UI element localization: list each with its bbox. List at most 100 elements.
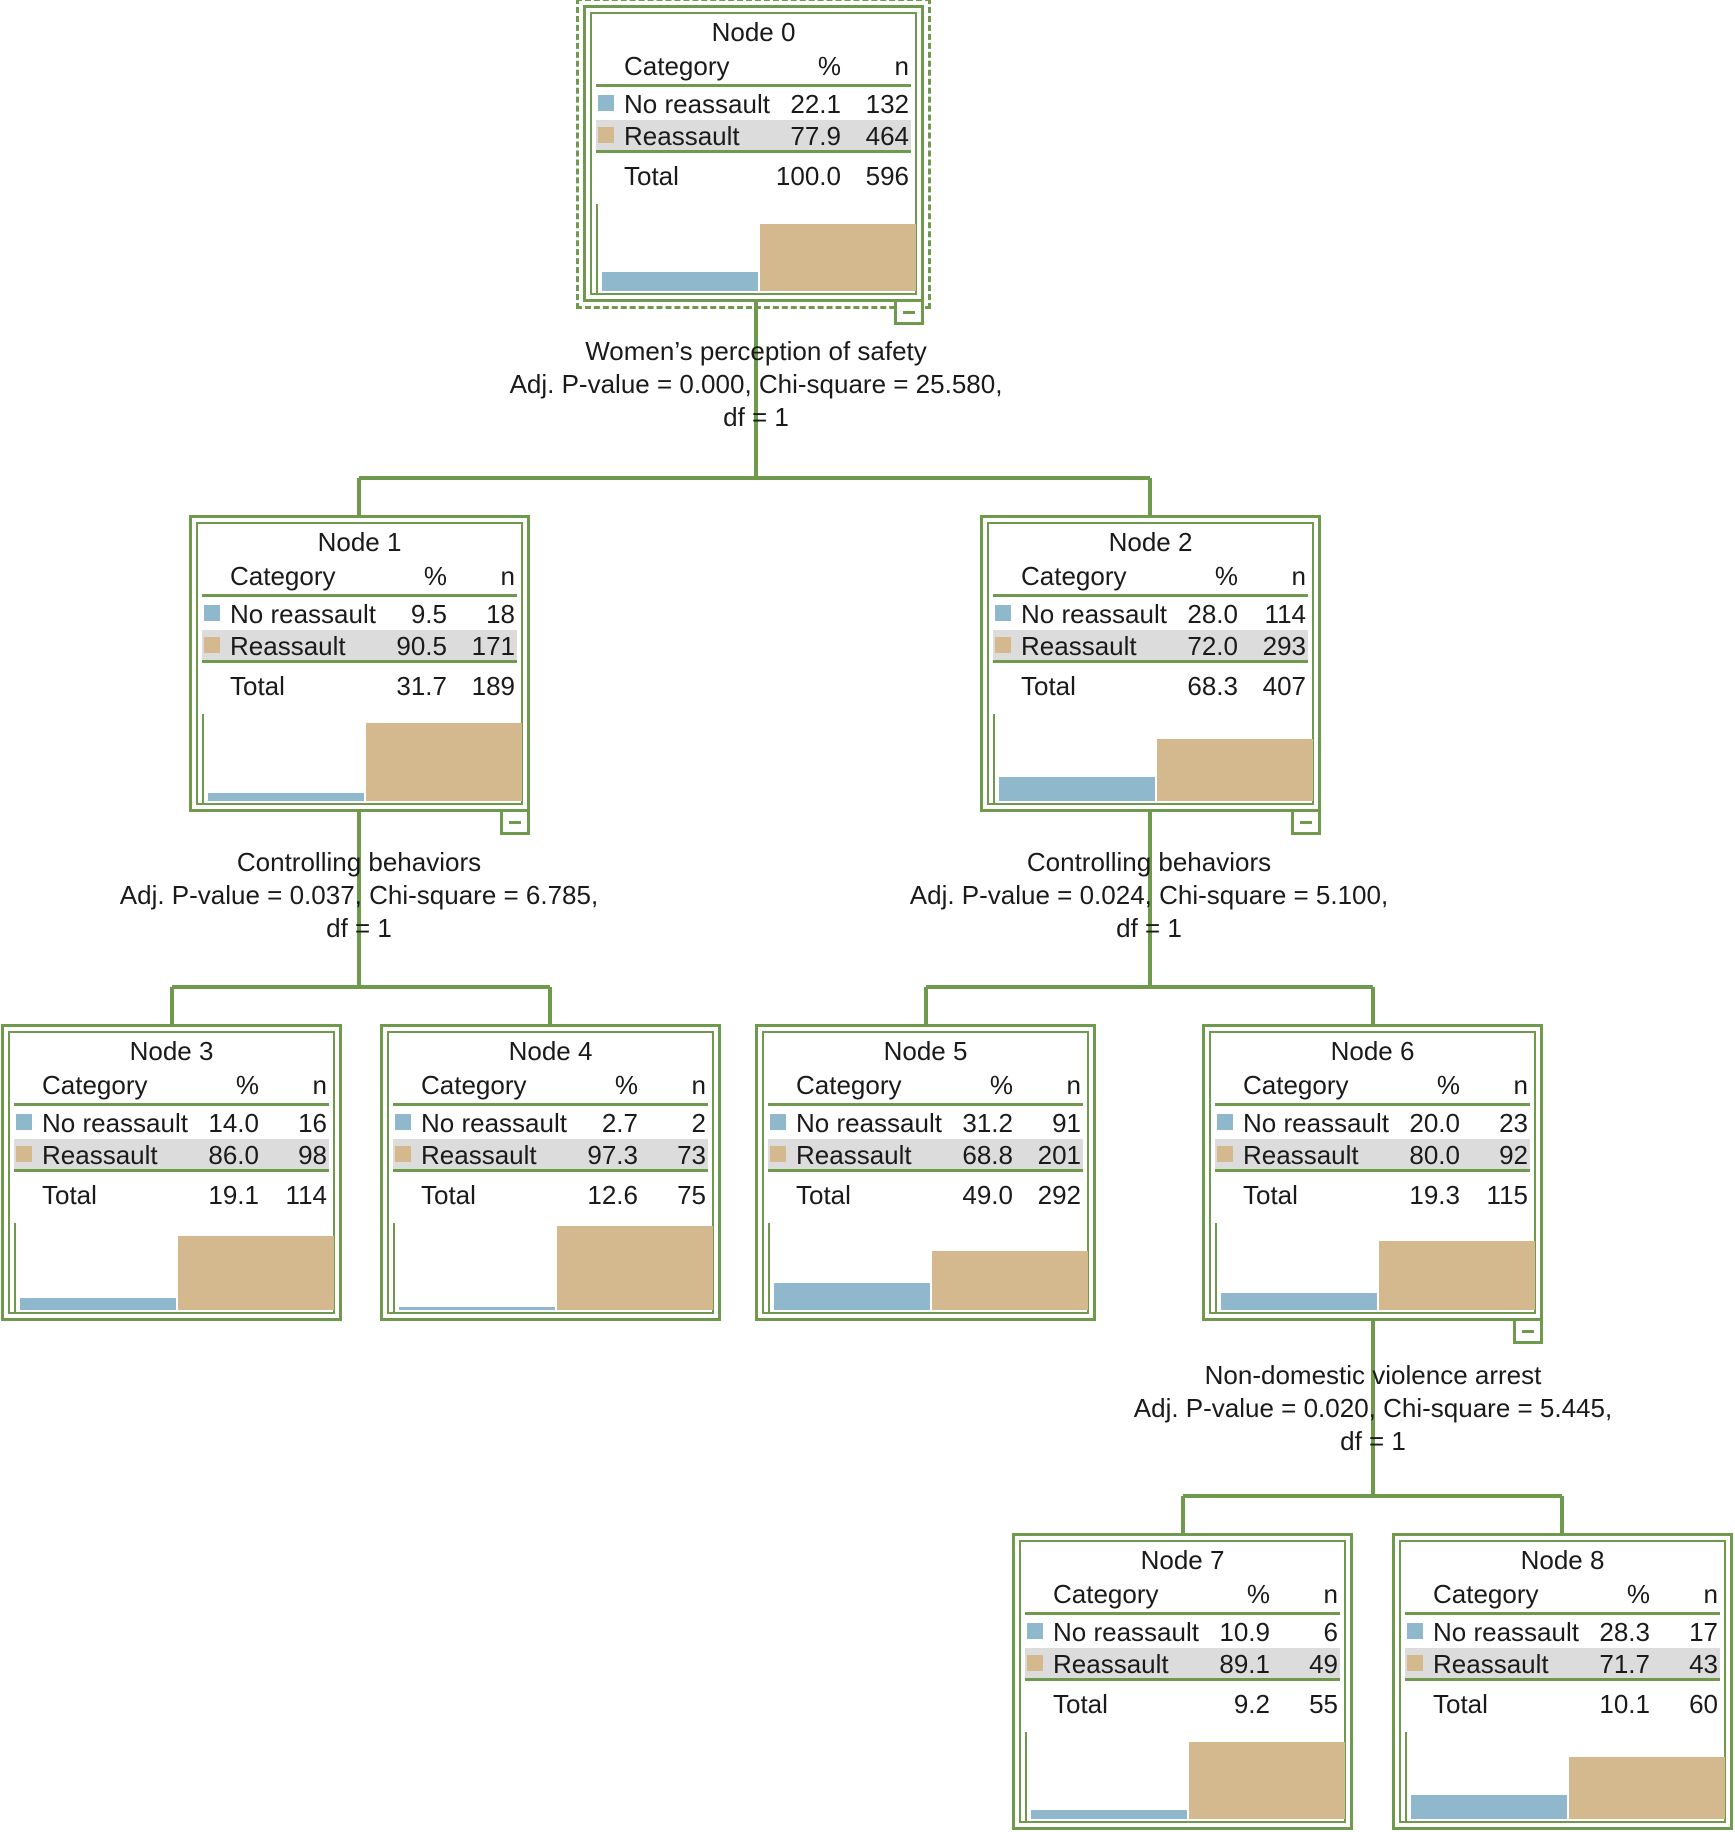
collapse-toggle[interactable]: [894, 299, 924, 325]
node-histogram: [1405, 1732, 1726, 1823]
header-percent: %: [614, 1070, 638, 1100]
node-histogram: [14, 1223, 335, 1314]
category-percent: 68.8: [962, 1140, 1013, 1170]
header-percent: %: [1436, 1070, 1460, 1100]
category-percent: 72.0: [1187, 631, 1238, 661]
total-percent: 68.3: [1187, 671, 1238, 701]
category-label: No reassault: [42, 1108, 188, 1138]
no-reassault-swatch: [1407, 1623, 1423, 1639]
split-statistics: Adj. P-value = 0.024, Chi-square = 5.100…: [909, 880, 1389, 910]
header-count: n: [691, 1070, 706, 1100]
node-title: Node 4: [508, 1036, 593, 1066]
category-label: No reassault: [421, 1108, 567, 1138]
total-count: 596: [865, 161, 909, 191]
node-title: Node 0: [711, 17, 796, 47]
bar-no-reassault: [208, 793, 364, 801]
header-category: Category: [1243, 1070, 1349, 1100]
node-histogram: [993, 714, 1314, 805]
bar-reassault: [1157, 739, 1313, 801]
category-percent: 28.0: [1187, 599, 1238, 629]
header-category: Category: [1021, 561, 1127, 591]
category-count: 91: [1052, 1108, 1081, 1138]
split-df: df = 1: [723, 402, 789, 432]
header-category: Category: [796, 1070, 902, 1100]
category-count: 6: [1323, 1617, 1338, 1647]
bar-reassault: [1379, 1241, 1535, 1310]
split-variable: Non-domestic violence arrest: [1204, 1360, 1542, 1390]
total-percent: 19.3: [1409, 1180, 1460, 1210]
bar-reassault: [932, 1251, 1088, 1310]
category-percent: 71.7: [1599, 1649, 1650, 1679]
bar-reassault: [760, 224, 916, 291]
category-label: No reassault: [1433, 1617, 1579, 1647]
node-title: Node 6: [1330, 1036, 1415, 1066]
category-label: Reassault: [421, 1140, 537, 1170]
split-df: df = 1: [326, 913, 392, 943]
collapse-toggle[interactable]: [500, 809, 530, 835]
category-percent: 90.5: [396, 631, 447, 661]
category-percent: 28.3: [1599, 1617, 1650, 1647]
header-category: Category: [230, 561, 336, 591]
bar-no-reassault: [1221, 1293, 1377, 1310]
bar-no-reassault: [999, 777, 1155, 801]
category-count: 43: [1689, 1649, 1718, 1679]
category-label: Reassault: [796, 1140, 912, 1170]
total-label: Total: [624, 161, 679, 191]
split-statistics: Adj. P-value = 0.020, Chi-square = 5.445…: [1133, 1393, 1613, 1423]
reassault-swatch: [598, 127, 614, 143]
node-title: Node 8: [1520, 1545, 1605, 1575]
total-count: 407: [1262, 671, 1306, 701]
category-label: Reassault: [1243, 1140, 1359, 1170]
category-count: 92: [1499, 1140, 1528, 1170]
header-count: n: [1323, 1579, 1338, 1609]
split-variable: Controlling behaviors: [1026, 847, 1272, 877]
node-table-header: Category%n: [202, 560, 517, 597]
category-percent: 86.0: [208, 1140, 259, 1170]
bar-no-reassault: [774, 1283, 930, 1310]
category-count: 73: [677, 1140, 706, 1170]
bar-reassault: [1569, 1757, 1725, 1819]
total-percent: 31.7: [396, 671, 447, 701]
category-label: No reassault: [1243, 1108, 1389, 1138]
category-label: No reassault: [1053, 1617, 1199, 1647]
total-count: 55: [1309, 1689, 1338, 1719]
no-reassault-swatch: [1027, 1623, 1043, 1639]
collapse-toggle[interactable]: [1513, 1318, 1543, 1344]
category-percent: 97.3: [587, 1140, 638, 1170]
header-count: n: [894, 51, 909, 81]
node-title: Node 1: [317, 527, 402, 557]
category-count: 464: [865, 121, 909, 151]
node-table-header: Category% n: [393, 1069, 708, 1106]
header-count: n: [500, 561, 515, 591]
total-percent: 49.0: [962, 1180, 1013, 1210]
total-label: Total: [1433, 1689, 1488, 1719]
header-percent: %: [817, 51, 841, 81]
header-count: n: [1703, 1579, 1718, 1609]
category-count: 2: [691, 1108, 706, 1138]
header-percent: %: [1246, 1579, 1270, 1609]
category-label: Reassault: [42, 1140, 158, 1170]
bar-reassault: [366, 723, 522, 801]
category-label: No reassault: [624, 89, 770, 119]
collapse-toggle[interactable]: [1291, 809, 1321, 835]
header-category: Category: [421, 1070, 527, 1100]
no-reassault-swatch: [204, 605, 220, 621]
